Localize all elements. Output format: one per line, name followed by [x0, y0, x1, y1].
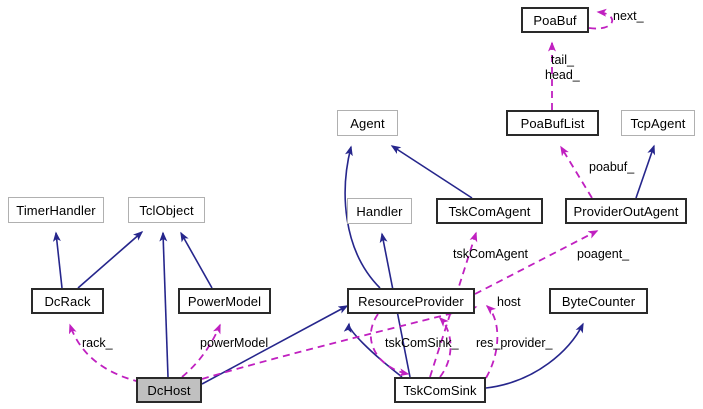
inheritance-edges [52, 144, 655, 389]
node-label: TimerHandler [16, 202, 96, 218]
node-label: Agent [350, 115, 385, 131]
edge-dcrack-tclobject [77, 231, 144, 289]
node-resourceprovider[interactable]: ResourceProvider [347, 288, 475, 314]
edge-label-powermodel: powerModel [200, 336, 269, 350]
node-provideroutagent[interactable]: ProviderOutAgent [565, 198, 687, 224]
edge-resourceprov-tskcomsink [369, 313, 410, 377]
node-dcrack[interactable]: DcRack [31, 288, 104, 314]
node-timerhandler[interactable]: TimerHandler [8, 197, 104, 223]
node-label: TskComAgent [448, 203, 531, 219]
node-label: TclObject [139, 202, 194, 218]
node-label: DcRack [44, 293, 91, 309]
edge-label-tskcomsink: tskComSink_ [385, 336, 459, 350]
edge-tskcomsink-resourceprov [343, 322, 403, 378]
edge-label-res-provider: res_provider_ [476, 336, 553, 350]
edge-label-head: head_ [545, 68, 580, 82]
edge-label-next: next_ [613, 9, 644, 23]
node-label: TcpAgent [630, 115, 686, 131]
node-poabuf[interactable]: PoaBuf [521, 7, 589, 33]
node-label: PoaBuf [533, 12, 577, 28]
node-handler[interactable]: Handler [347, 198, 412, 224]
edge-label-tail: tail_ [551, 53, 574, 67]
node-tskcomsink[interactable]: TskComSink [394, 377, 486, 403]
edge-dchost-tclobject [159, 231, 169, 378]
edge-provideroutagent-tcpagent [635, 144, 655, 199]
edge-label-rack: rack_ [82, 336, 113, 350]
node-powermodel[interactable]: PowerModel [178, 288, 271, 314]
edge-tskcomsink-bytecounter [485, 322, 584, 389]
node-tclobject[interactable]: TclObject [128, 197, 205, 223]
edge-dchost-rack [68, 323, 141, 383]
node-poabuflist[interactable]: PoaBufList [506, 110, 599, 136]
node-bytecounter[interactable]: ByteCounter [549, 288, 648, 314]
edge-provideroutagent-poabuflist [560, 145, 593, 199]
node-label: DcHost [147, 382, 191, 398]
edge-resourceprovider-poagent [474, 230, 599, 295]
node-dchost[interactable]: DcHost [136, 377, 202, 403]
edge-poabuf-next [588, 8, 614, 30]
edge-tskcomagent-agent [390, 145, 473, 199]
node-label: ProviderOutAgent [573, 203, 679, 219]
node-label: ResourceProvider [358, 293, 464, 309]
edge-dcrack-timerhandler [52, 231, 63, 289]
edge-powermodel-tclobject [180, 231, 213, 289]
node-label: PowerModel [187, 293, 262, 309]
edge-dchost-powermodel [181, 323, 221, 378]
node-tcpagent[interactable]: TcpAgent [621, 110, 695, 136]
node-label: TskComSink [403, 382, 477, 398]
edge-label-poabuf: poabuf_ [589, 160, 635, 174]
node-label: PoaBufList [520, 115, 585, 131]
edge-dchost-resourceprovider-inh [201, 305, 349, 385]
edge-label-tskcomagent: tskComAgent [453, 247, 529, 261]
node-tskcomagent[interactable]: TskComAgent [436, 198, 543, 224]
node-agent[interactable]: Agent [337, 110, 398, 136]
node-label: ByteCounter [561, 293, 636, 309]
node-label: Handler [356, 203, 403, 219]
edge-label-host: host [497, 295, 521, 309]
edge-label-poagent: poagent_ [577, 247, 630, 261]
